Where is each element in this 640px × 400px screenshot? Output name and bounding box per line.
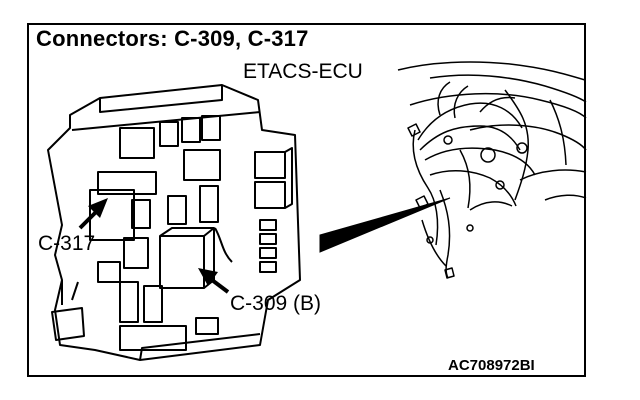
- diagram-title: Connectors: C-309, C-317: [36, 26, 309, 51]
- c317-arrow: [78, 198, 108, 230]
- connector-c309-label: C-309 (B): [230, 292, 322, 315]
- location-leader: [319, 197, 451, 253]
- c309-arrow: [198, 268, 230, 294]
- connector-c317-label: C-317: [38, 232, 96, 255]
- figure-code: AC708972BI: [448, 357, 535, 374]
- vehicle-dashboard-harness: [397, 61, 587, 279]
- etacs-ecu-block: [47, 84, 301, 361]
- etacs-ecu-label: ETACS-ECU: [243, 60, 363, 83]
